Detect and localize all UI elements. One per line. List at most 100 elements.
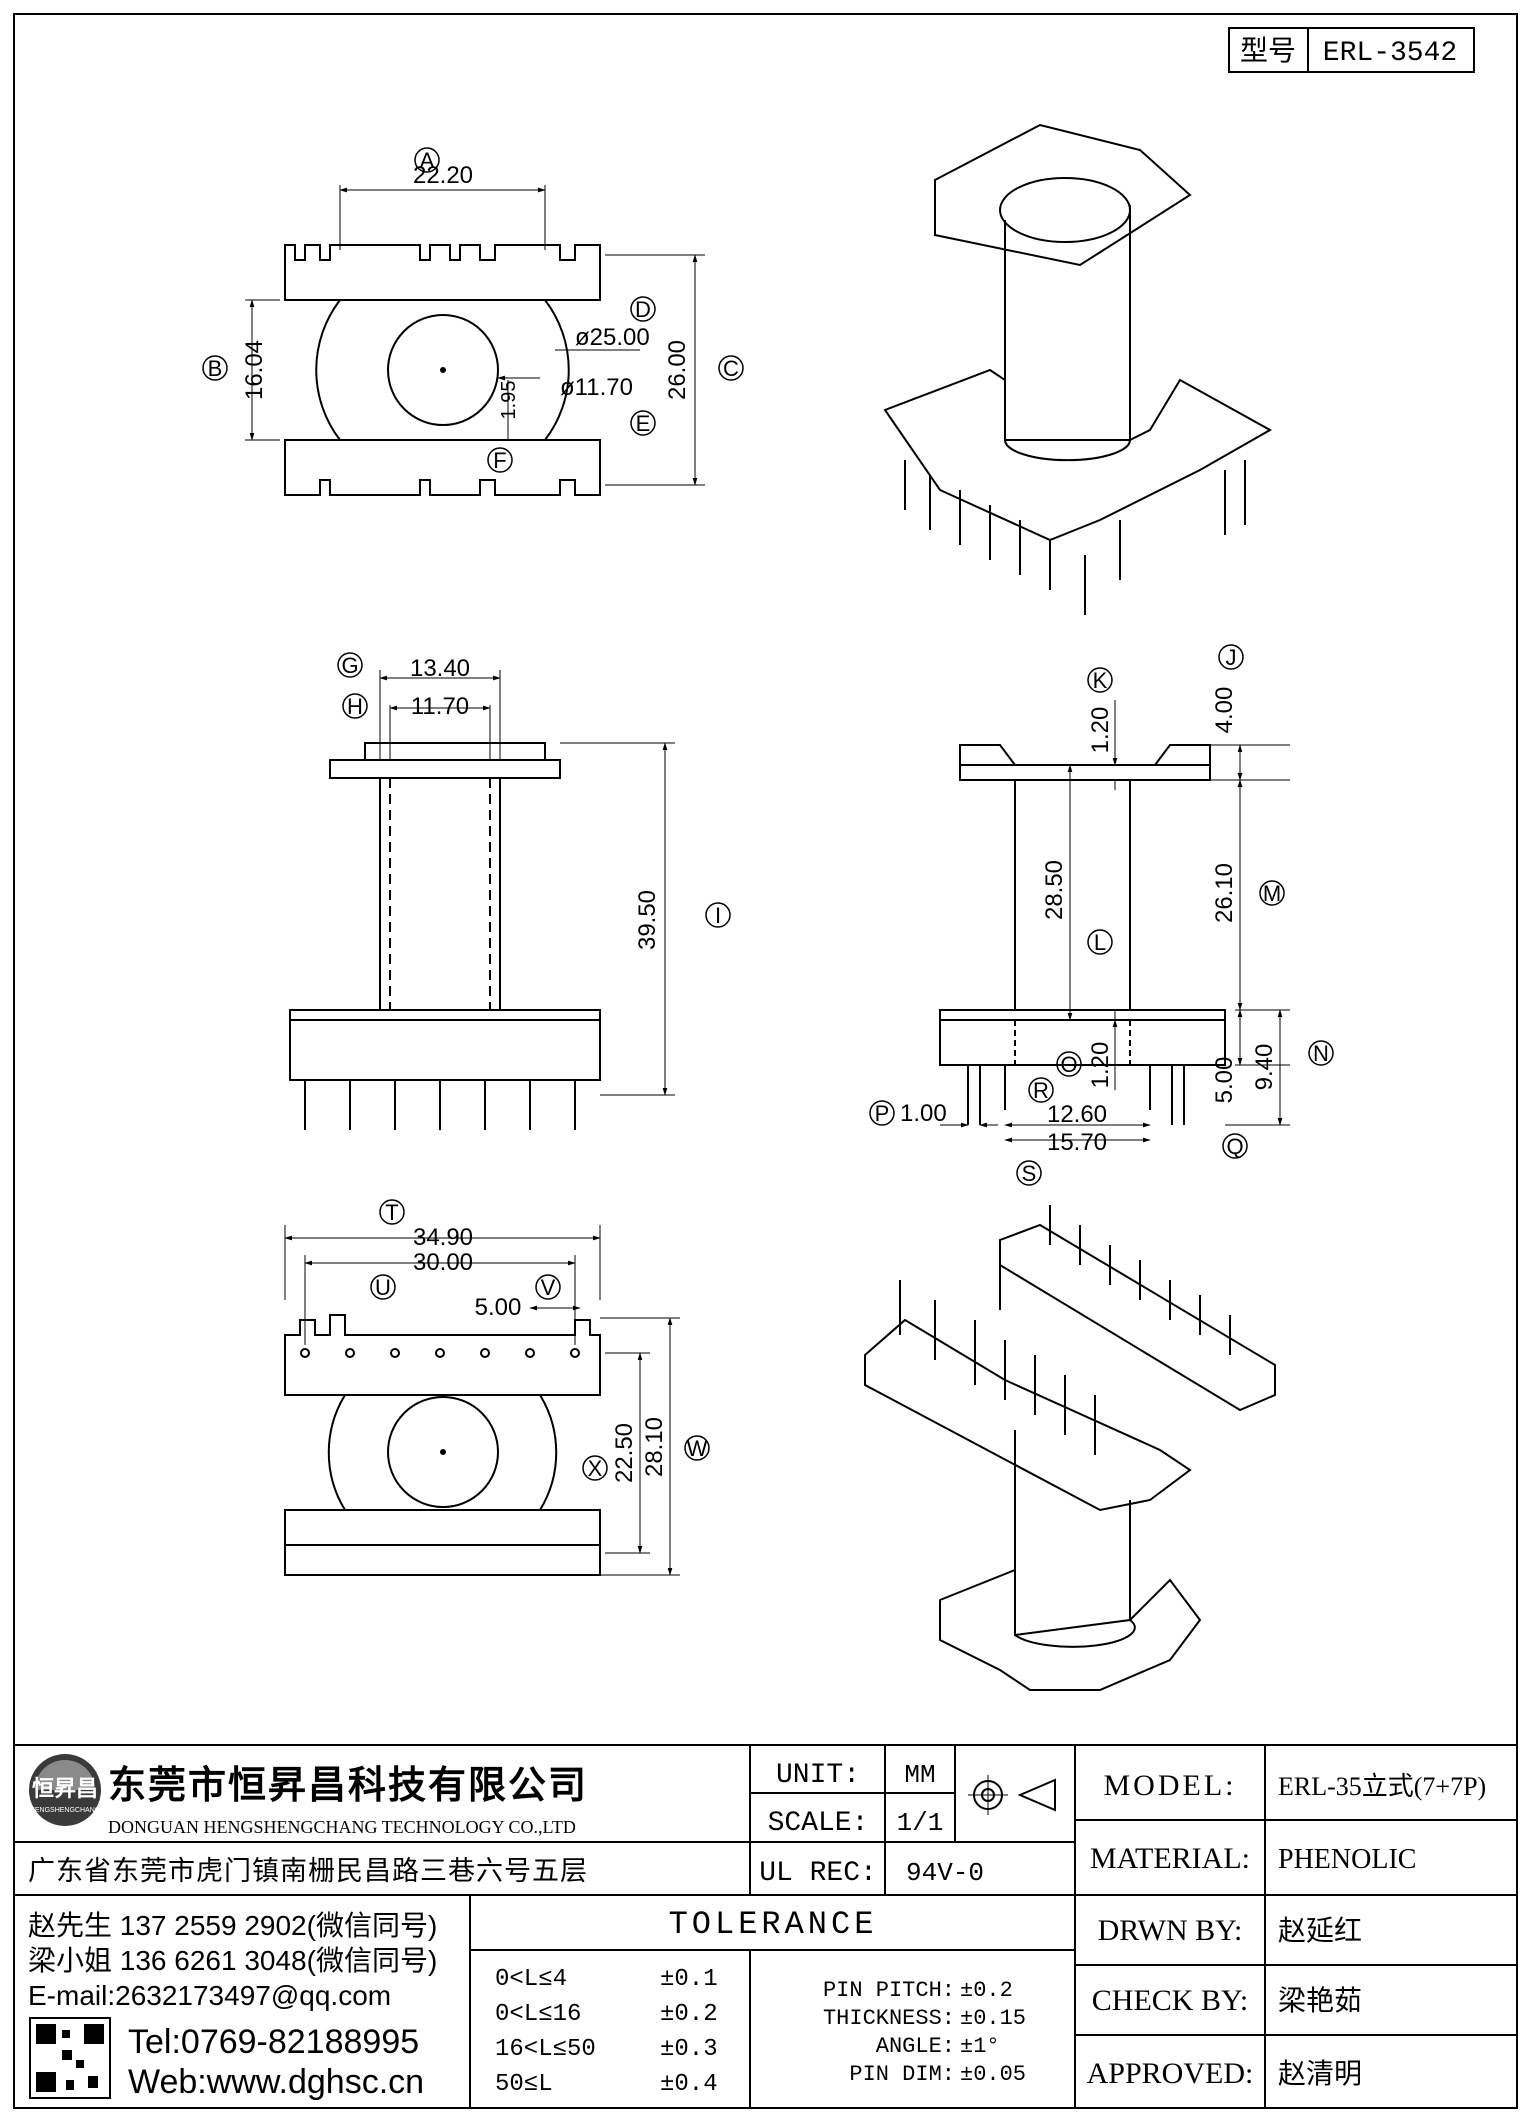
dim-v: 5.00 bbox=[475, 1294, 522, 1321]
company-web: Web:www.dghsc.cn bbox=[128, 2063, 424, 2101]
company-tel: Tel:0769-82188995 bbox=[128, 2023, 419, 2061]
tol-range: 0<L≤16 bbox=[495, 2001, 581, 2028]
tolerance-title: TOLERANCE bbox=[669, 1906, 878, 1943]
label-b: B bbox=[208, 356, 223, 381]
tol-other-value: ±0.05 bbox=[960, 2062, 1026, 2087]
dim-h: 11.70 bbox=[411, 693, 469, 720]
tol-value: ±0.2 bbox=[660, 2001, 718, 2028]
dim-i: 39.50 bbox=[634, 890, 661, 950]
iso-view-top bbox=[883, 123, 1273, 615]
dim-s: 15.70 bbox=[1047, 1129, 1107, 1156]
ulrec-value: 94V-0 bbox=[906, 1858, 984, 1888]
label-h: H bbox=[347, 694, 363, 719]
dim-k: 1.20 bbox=[1087, 707, 1114, 754]
label-x: X bbox=[588, 1456, 603, 1481]
side-view bbox=[869, 644, 1334, 1186]
scale-label: SCALE: bbox=[768, 1808, 869, 1839]
tol-other-value: ±1° bbox=[960, 2034, 1000, 2059]
model-box-label: 型号 bbox=[1240, 35, 1296, 66]
dim-a: 22.20 bbox=[413, 162, 473, 189]
model-box: 型号 ERL-3542 bbox=[1228, 27, 1475, 73]
company-logo: 恒昇昌 HENGSHENGCHANG bbox=[29, 1754, 101, 1826]
label-n: N bbox=[1313, 1041, 1329, 1066]
ulrec-label: UL REC: bbox=[759, 1858, 877, 1889]
model-box-value: ERL-3542 bbox=[1323, 38, 1457, 69]
label-u: U bbox=[375, 1275, 391, 1300]
unit-value: MM bbox=[904, 1760, 935, 1790]
title-block-lines bbox=[14, 1744, 1517, 2108]
company-address: 广东省东莞市虎门镇南栅民昌路三巷六号五层 bbox=[28, 1856, 588, 1886]
label-f: F bbox=[493, 448, 506, 473]
label-w: W bbox=[687, 1436, 708, 1461]
material-label: MATERIAL: bbox=[1090, 1842, 1250, 1875]
dim-e: ø11.70 bbox=[560, 374, 633, 401]
label-o: O bbox=[1060, 1052, 1077, 1077]
tolerance-table: 0<L≤4 ±0.1 0<L≤16 ±0.2 16<L≤50 ±0.3 50≤L… bbox=[495, 1966, 718, 2098]
model-label: MODEL: bbox=[1104, 1769, 1237, 1802]
dim-g: 13.40 bbox=[410, 655, 470, 682]
label-s: S bbox=[1022, 1161, 1037, 1186]
contact-2: 梁小姐 136 6261 3048(微信同号) bbox=[28, 1945, 437, 1976]
label-l: L bbox=[1094, 930, 1106, 955]
dim-d: ø25.00 bbox=[575, 324, 650, 351]
dim-q: 5.00 bbox=[1211, 1057, 1238, 1104]
unit-label: UNIT: bbox=[776, 1760, 860, 1791]
tol-range: 50≤L bbox=[495, 2071, 553, 2098]
tol-value: ±0.3 bbox=[660, 2036, 718, 2063]
projection-symbol-icon bbox=[968, 1775, 1056, 1815]
label-r: R bbox=[1033, 1078, 1049, 1103]
model-value: ERL-35立式(7+7P) bbox=[1278, 1772, 1486, 1801]
label-t: T bbox=[385, 1200, 398, 1225]
approved-value: 赵清明 bbox=[1278, 2058, 1362, 2089]
drwn-value: 赵延红 bbox=[1278, 1915, 1362, 1946]
tol-other-label: PIN PITCH: bbox=[823, 1978, 955, 2003]
dim-p: 1.00 bbox=[900, 1100, 947, 1127]
company-name-cn: 东莞市恒昇昌科技有限公司 bbox=[108, 1765, 588, 1807]
material-value: PHENOLIC bbox=[1278, 1844, 1416, 1875]
bottom-view bbox=[284, 1199, 710, 1576]
tol-value: ±0.4 bbox=[660, 2071, 718, 2098]
label-d: D bbox=[635, 297, 651, 322]
label-q: Q bbox=[1226, 1134, 1243, 1159]
dim-l: 28.50 bbox=[1041, 860, 1068, 920]
scale-value: 1/1 bbox=[897, 1808, 944, 1838]
tol-other-label: THICKNESS: bbox=[823, 2006, 955, 2031]
dim-u: 30.00 bbox=[413, 1249, 473, 1276]
label-c: C bbox=[723, 356, 739, 381]
company-email: E-mail:2632173497@qq.com bbox=[28, 1980, 391, 2011]
tol-range: 16<L≤50 bbox=[495, 2036, 596, 2063]
label-g: G bbox=[341, 653, 358, 678]
front-view bbox=[289, 652, 731, 1130]
dim-n: 9.40 bbox=[1251, 1044, 1278, 1091]
tol-other-value: ±0.15 bbox=[960, 2006, 1026, 2031]
dim-c: 26.00 bbox=[664, 340, 691, 400]
label-a: A bbox=[420, 148, 435, 173]
iso-view-bottom bbox=[864, 1205, 1276, 1691]
tol-other-label: ANGLE: bbox=[876, 2034, 955, 2059]
tol-other-value: ±0.2 bbox=[960, 1978, 1013, 2003]
dim-o: 1.20 bbox=[1087, 1042, 1114, 1089]
drwn-label: DRWN BY: bbox=[1098, 1914, 1243, 1947]
label-m: M bbox=[1263, 881, 1281, 906]
qr-code-icon bbox=[29, 2017, 111, 2099]
contact-1: 赵先生 137 2559 2902(微信同号) bbox=[28, 1910, 437, 1941]
check-value: 梁艳茹 bbox=[1278, 1985, 1362, 2016]
dim-f: 1.95 bbox=[498, 381, 520, 420]
tol-other-label: PIN DIM: bbox=[849, 2062, 955, 2087]
sheet-border bbox=[13, 13, 1518, 2109]
logo-sub: HENGSHENGCHANG bbox=[30, 1807, 100, 1814]
label-i: I bbox=[715, 903, 721, 928]
dim-m: 26.10 bbox=[1211, 863, 1238, 923]
tol-range: 0<L≤4 bbox=[495, 1966, 567, 1993]
label-e: E bbox=[636, 411, 651, 436]
label-j: J bbox=[1226, 645, 1237, 670]
check-label: CHECK BY: bbox=[1092, 1984, 1248, 2017]
dim-x: 22.50 bbox=[611, 1423, 638, 1483]
label-k: K bbox=[1093, 668, 1108, 693]
approved-label: APPROVED: bbox=[1087, 2057, 1254, 2090]
company-name-en: DONGUAN HENGSHENGCHANG TECHNOLOGY CO.,LT… bbox=[108, 1817, 576, 1837]
top-view bbox=[202, 147, 744, 496]
label-v: V bbox=[541, 1275, 556, 1300]
dim-t: 34.90 bbox=[413, 1224, 473, 1251]
